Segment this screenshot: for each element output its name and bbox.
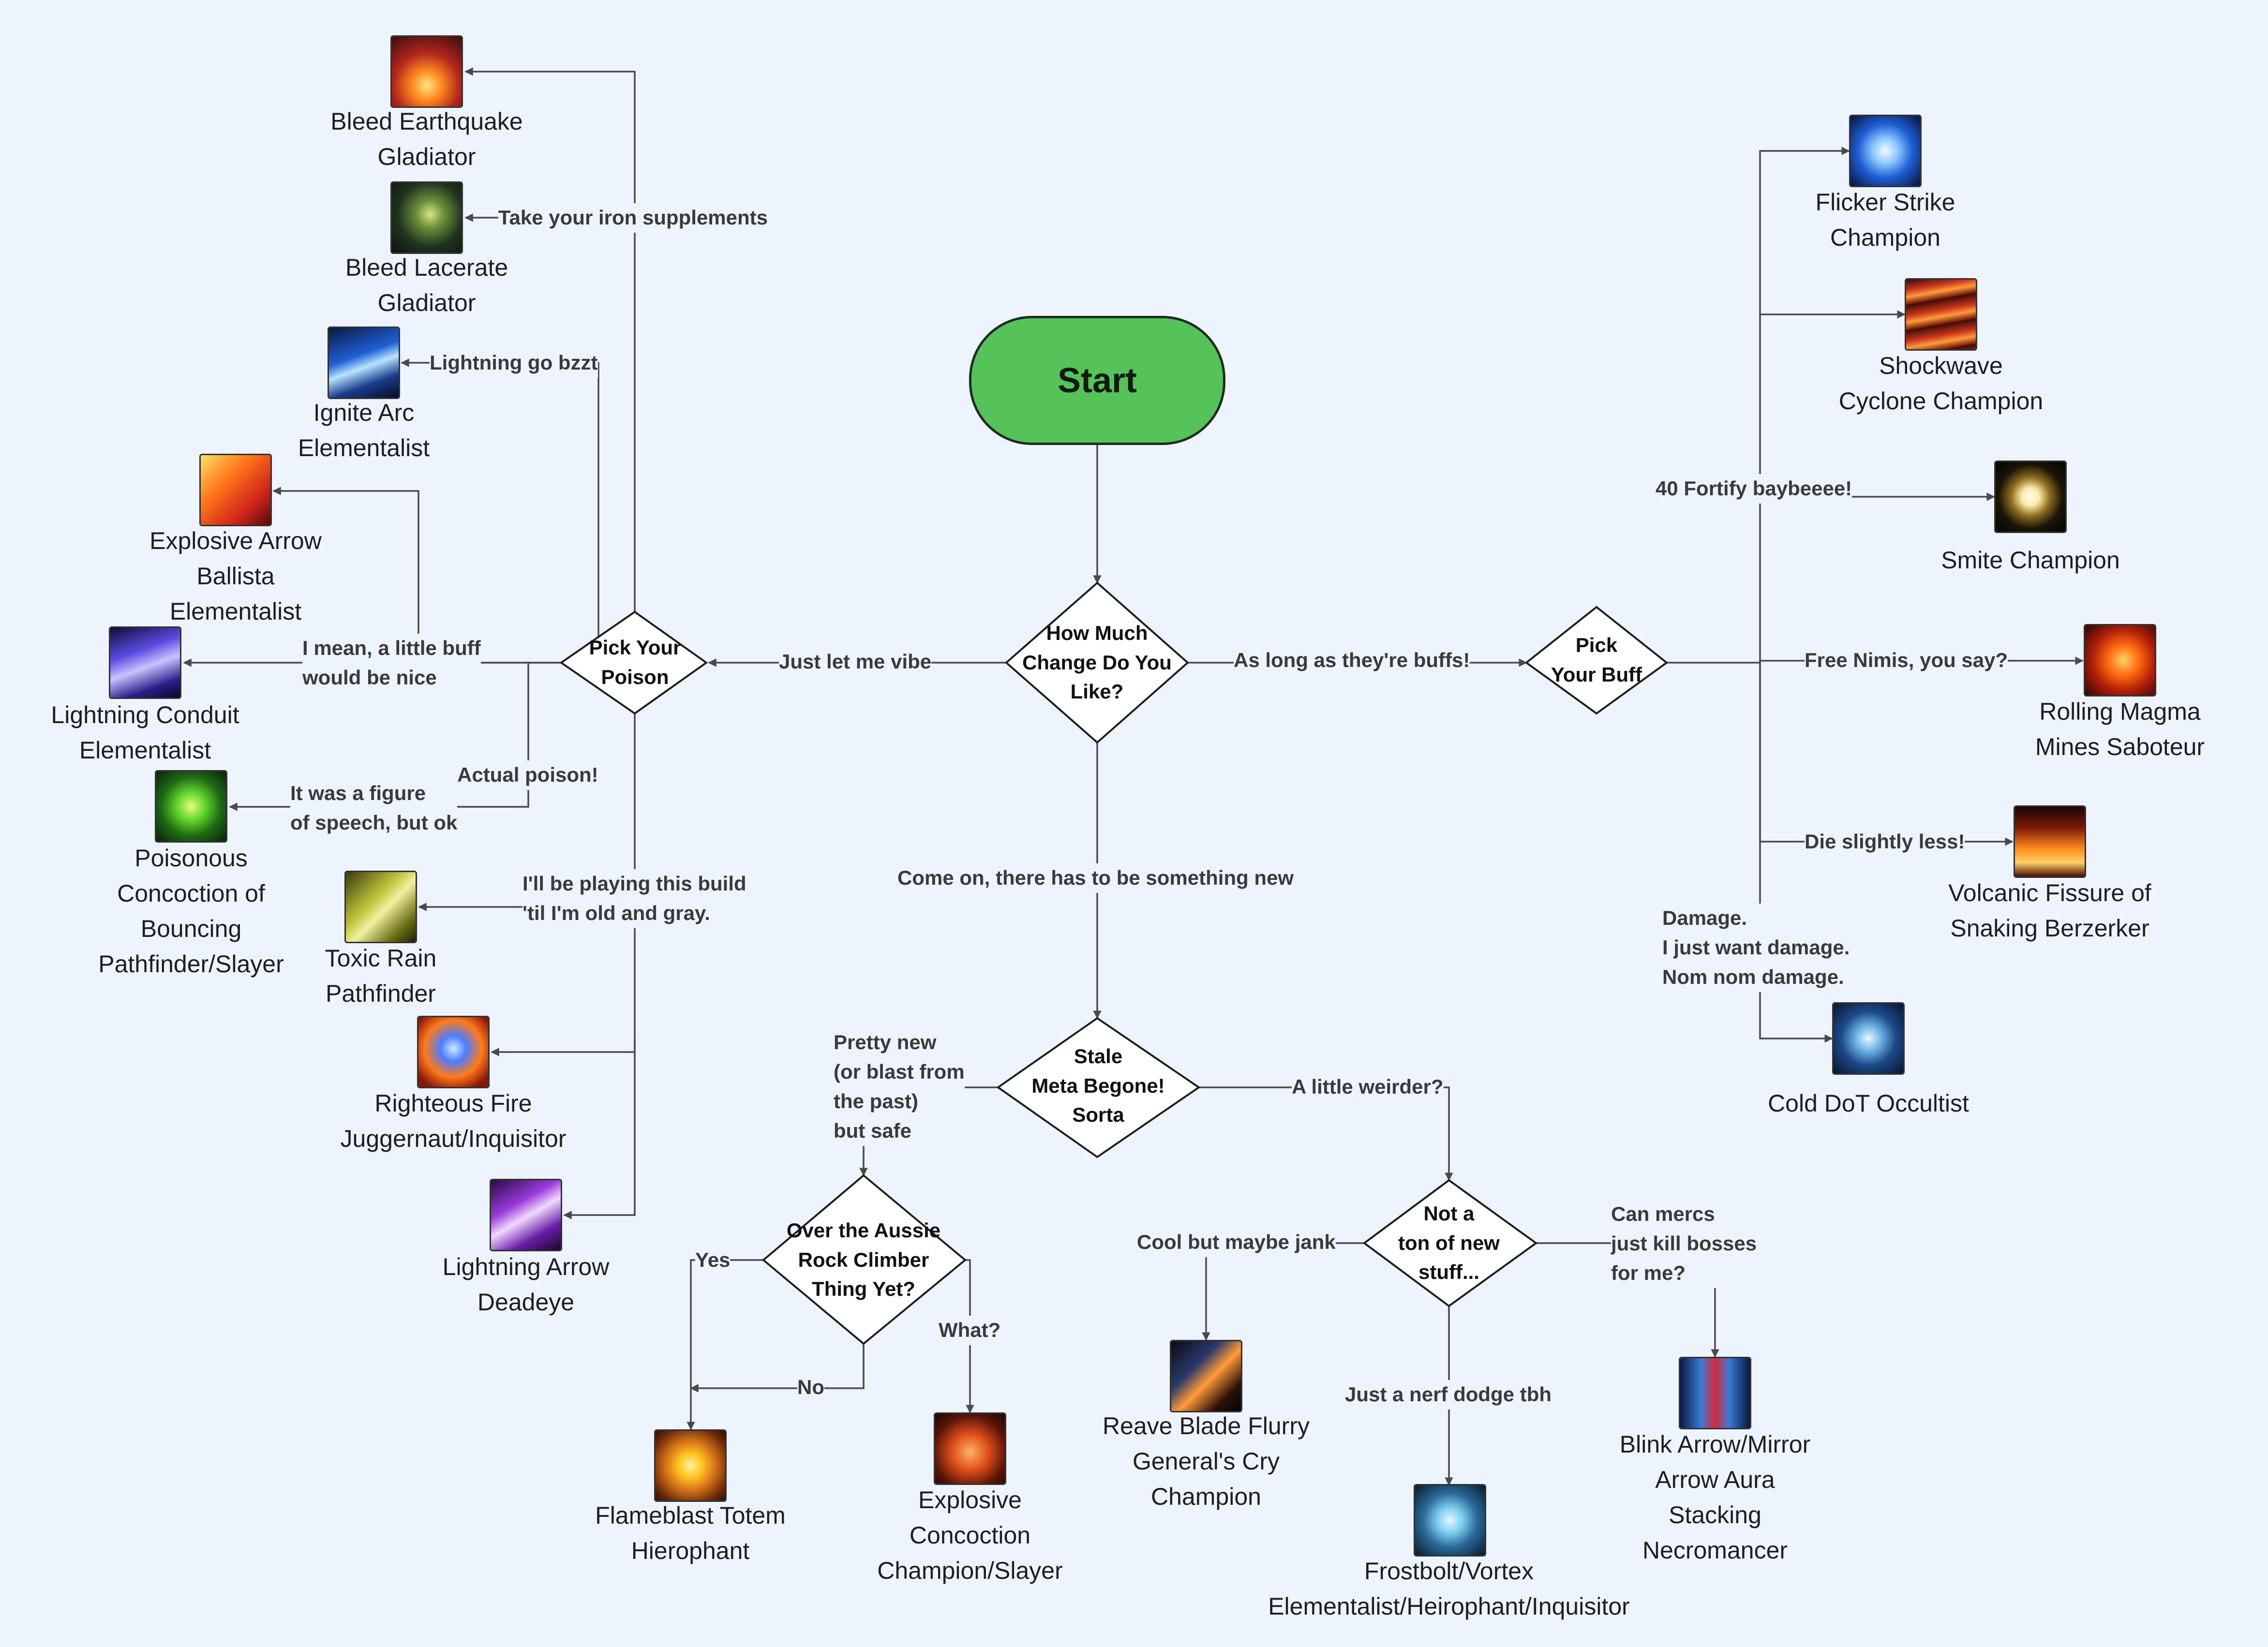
lightning-arrow-icon xyxy=(490,1179,562,1251)
poisonous-concoction-icon xyxy=(155,770,227,843)
edge-aussie-exp xyxy=(965,1259,974,1413)
edge-buff-cold xyxy=(1759,661,1833,1043)
frostbolt-icon xyxy=(1414,1484,1486,1557)
edge-label-weirder: A little weirder? xyxy=(1292,1072,1444,1102)
lacerate-icon xyxy=(390,181,463,254)
build-toxic-rain[interactable]: Toxic Rain Pathfinder xyxy=(325,945,437,1007)
start-node[interactable]: Start xyxy=(969,316,1225,445)
build-flameblast[interactable]: Flameblast Totem Hierophant xyxy=(595,1502,786,1564)
decision-poison-shape xyxy=(559,610,708,715)
edge-weird-reave xyxy=(1202,1242,1364,1341)
smite-icon xyxy=(1994,460,2067,533)
build-bleed-earthquake[interactable]: Bleed Earthquake Gladiator xyxy=(330,108,523,170)
earthquake-icon xyxy=(390,35,463,108)
build-righteous-fire[interactable]: Righteous Fire Juggernaut/Inquisitor xyxy=(340,1090,567,1152)
flameblast-icon xyxy=(654,1429,727,1502)
build-cold-dot[interactable]: Cold DoT Occultist xyxy=(1768,1090,1969,1117)
edge-label-bzzt: Lightning go bzzt xyxy=(430,348,598,378)
build-explosive-concoction[interactable]: Explosive Concoction Champion/Slayer xyxy=(877,1486,1063,1584)
build-volcanic-fissure[interactable]: Volcanic Fissure of Snaking Berzerker xyxy=(1948,879,2151,942)
edge-label-vibe: Just let me vibe xyxy=(779,647,932,677)
edge-label-die-less: Die slightly less! xyxy=(1805,827,1965,857)
lightning-conduit-icon xyxy=(109,626,181,699)
edge-buff-flicker xyxy=(1667,147,1850,664)
build-flicker-strike[interactable]: Flicker Strike Champion xyxy=(1815,189,1955,251)
edge-label-pretty-new: Pretty new (or blast from the past) but … xyxy=(834,1028,965,1146)
decision-change-shape xyxy=(1004,581,1190,744)
decision-buff[interactable]: Pick Your Buff xyxy=(1551,634,1642,686)
decision-weird[interactable]: Not a ton of new stuff... xyxy=(1398,1202,1500,1284)
edge-label-old-gray: I'll be playing this build 'til I'm old … xyxy=(522,869,746,928)
build-poisonous-concoction[interactable]: Poisonous Concoction of Bouncing Pathfin… xyxy=(98,845,284,978)
edge-label-nimis: Free Nimis, you say? xyxy=(1805,646,2008,675)
decision-change[interactable]: How Much Change Do You Like? xyxy=(1022,621,1172,703)
edge-label-yes: Yes xyxy=(695,1246,731,1275)
build-explosive-arrow[interactable]: Explosive Arrow Ballista Elementalist xyxy=(149,527,322,625)
build-frostbolt[interactable]: Frostbolt/Vortex Elementalist/Heirophant… xyxy=(1268,1558,1630,1620)
edge-label-fortify: 40 Fortify baybeeee! xyxy=(1656,474,1852,504)
toxic-rain-icon xyxy=(344,871,417,943)
edge-label-buffs: As long as they're buffs! xyxy=(1234,646,1470,675)
edge-label-little-buff: I mean, a little buff would be nice xyxy=(302,634,481,693)
cold-dot-icon xyxy=(1832,1002,1905,1075)
edge-label-damage: Damage. I just want damage. Nom nom dama… xyxy=(1662,904,1850,992)
decision-buff-shape xyxy=(1524,606,1669,715)
build-rolling-magma[interactable]: Rolling Magma Mines Saboteur xyxy=(2035,698,2205,760)
build-smite[interactable]: Smite Champion xyxy=(1941,547,2120,574)
decision-stale[interactable]: Stale Meta Begone! Sorta xyxy=(1031,1044,1165,1127)
rolling-magma-icon xyxy=(2084,624,2156,697)
edge-poison-la xyxy=(563,1040,636,1219)
righteous-fire-icon xyxy=(417,1016,490,1088)
shockwave-icon xyxy=(1905,278,1977,351)
decision-aussie-shape xyxy=(761,1174,967,1345)
edge-aussie-no xyxy=(690,1344,865,1393)
explosive-arrow-icon xyxy=(199,454,272,526)
explosive-concoction-icon xyxy=(934,1412,1006,1485)
reave-icon xyxy=(1170,1340,1242,1412)
edge-poison-bleedeq xyxy=(464,67,636,612)
edge-label-jank: Cool but maybe jank xyxy=(1137,1228,1336,1257)
build-ignite-arc[interactable]: Ignite Arc Elementalist xyxy=(298,399,430,461)
volcanic-fissure-icon xyxy=(2014,805,2086,878)
decision-stale-shape xyxy=(996,1017,1201,1158)
edge-label-figure: It was a figure of speech, but ok xyxy=(290,779,458,838)
edge-label-mercs: Can mercs just kill bosses for me? xyxy=(1611,1200,1757,1288)
edge-aussie-flameblast xyxy=(686,1259,763,1430)
decision-aussie[interactable]: Over the Aussie Rock Climber Thing Yet? xyxy=(786,1218,941,1301)
edge-label-nerf: Just a nerf dodge tbh xyxy=(1345,1380,1552,1410)
arc-icon xyxy=(328,326,400,399)
blink-arrow-icon xyxy=(1679,1357,1751,1429)
edge-label-no: No xyxy=(797,1373,824,1402)
edge-stale-weird xyxy=(1199,1086,1453,1181)
decision-weird-shape xyxy=(1362,1179,1538,1307)
edge-label-new: Come on, there has to be something new xyxy=(897,863,1294,893)
build-reave[interactable]: Reave Blade Flurry General's Cry Champio… xyxy=(1103,1412,1310,1510)
build-blink-arrow[interactable]: Blink Arrow/Mirror Arrow Aura Stacking N… xyxy=(1619,1431,1811,1564)
build-lightning-conduit[interactable]: Lightning Conduit Elementalist xyxy=(51,701,239,764)
edge-label-iron: Take your iron supplements xyxy=(498,203,768,233)
flicker-strike-icon xyxy=(1849,115,1922,187)
build-bleed-lacerate[interactable]: Bleed Lacerate Gladiator xyxy=(345,254,508,316)
edge-label-what: What? xyxy=(939,1316,1001,1345)
edge-label-actual-poison: Actual poison! xyxy=(457,760,598,790)
decision-poison[interactable]: Pick Your Poison xyxy=(589,636,681,688)
build-shockwave[interactable]: Shockwave Cyclone Champion xyxy=(1838,352,2044,415)
build-lightning-arrow[interactable]: Lightning Arrow Deadeye xyxy=(442,1253,610,1316)
